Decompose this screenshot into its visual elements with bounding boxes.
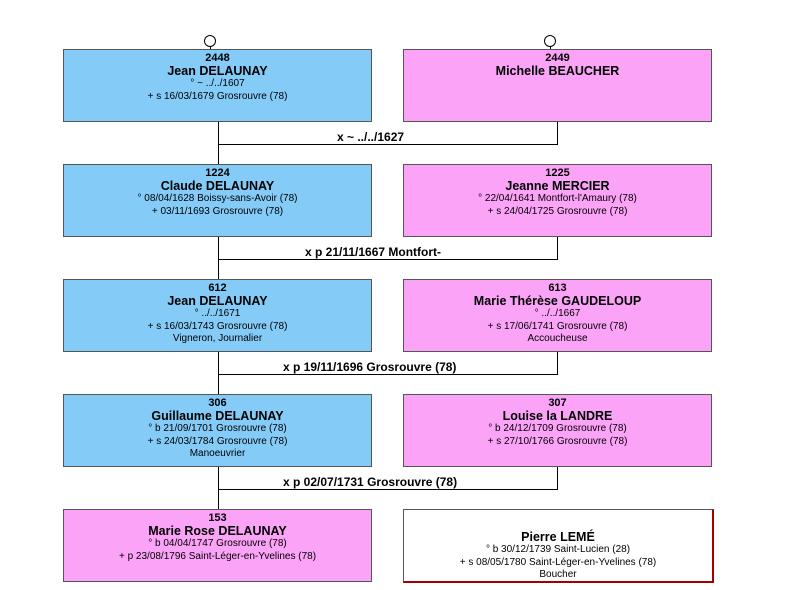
connector — [218, 237, 219, 279]
person-name: Jeanne MERCIER — [505, 179, 610, 193]
person-box-1225[interactable]: 1225 Jeanne MERCIER ° 22/04/1641 Montfor… — [403, 164, 712, 237]
sosa-number: 307 — [548, 397, 567, 409]
connector — [218, 467, 219, 509]
death-info: + s 24/04/1725 Grosrouvre (78) — [487, 205, 628, 217]
death-info: + 03/11/1693 Grosrouvre (78) — [151, 205, 284, 217]
death-info: + p 23/08/1796 Saint-Léger-en-Yvelines (… — [118, 550, 317, 562]
connector — [550, 46, 551, 49]
occupation: Vigneron, Journalier — [172, 333, 263, 344]
occupation: Boucher — [539, 569, 577, 580]
person-box-2448[interactable]: 2448 Jean DELAUNAY ° ~ ../../1607 + s 16… — [63, 49, 372, 122]
birth-info: ° ../../1667 — [534, 308, 581, 319]
birth-info: ° ~ ../../1607 — [190, 78, 245, 89]
marriage-label-4: x p 02/07/1731 Grosrouvre (78) — [281, 475, 460, 489]
birth-info: ° b 30/12/1739 Saint-Lucien (28) — [485, 544, 631, 555]
marriage-label-2: x p 21/11/1667 Montfort- — [303, 245, 444, 259]
connector — [557, 467, 558, 489]
birth-info: ° 08/04/1628 Boissy-sans-Avoir (78) — [137, 193, 298, 204]
sosa-number: 613 — [548, 282, 567, 294]
sosa-number: 306 — [208, 397, 227, 409]
death-info: + s 17/06/1741 Grosrouvre (78) — [487, 320, 628, 332]
person-name: Jean DELAUNAY — [167, 64, 268, 78]
person-box-307[interactable]: 307 Louise la LANDRE ° b 24/12/1709 Gros… — [403, 394, 712, 467]
death-info: + s 16/03/1743 Grosrouvre (78) — [147, 320, 288, 332]
connector — [218, 489, 558, 490]
person-box-1224[interactable]: 1224 Claude DELAUNAY ° 08/04/1628 Boissy… — [63, 164, 372, 237]
connector — [210, 46, 211, 49]
marriage-label-3: x p 19/11/1696 Grosrouvre (78) — [281, 360, 459, 374]
occupation: Accoucheuse — [527, 333, 588, 344]
person-name: Michelle BEAUCHER — [495, 64, 620, 78]
occupation: Manoeuvrier — [189, 448, 246, 459]
person-name: Claude DELAUNAY — [160, 179, 275, 193]
connector — [218, 259, 558, 260]
sosa-number: 153 — [208, 512, 227, 524]
person-name: Pierre LEMÉ — [521, 530, 595, 544]
person-name: Jean DELAUNAY — [167, 294, 268, 308]
birth-info: ° ../../1671 — [194, 308, 241, 319]
connector — [218, 144, 558, 145]
sosa-number: 612 — [208, 282, 227, 294]
person-name: Louise la LANDRE — [502, 409, 613, 423]
person-box-613[interactable]: 613 Marie Thérèse GAUDELOUP ° ../../1667… — [403, 279, 712, 352]
sosa-number: 1225 — [545, 167, 570, 179]
connector — [557, 237, 558, 259]
person-box-153[interactable]: 153 Marie Rose DELAUNAY ° b 04/04/1747 G… — [63, 509, 372, 582]
connector — [557, 352, 558, 374]
death-info: + s 24/03/1784 Grosrouvre (78) — [147, 435, 288, 447]
connector — [218, 122, 219, 164]
person-box-612[interactable]: 612 Jean DELAUNAY ° ../../1671 + s 16/03… — [63, 279, 372, 352]
death-info: + s 27/10/1766 Grosrouvre (78) — [487, 435, 628, 447]
birth-info: ° b 04/04/1747 Grosrouvre (78) — [148, 538, 287, 549]
person-box-2449[interactable]: 2449 Michelle BEAUCHER — [403, 49, 712, 122]
person-box-306[interactable]: 306 Guillaume DELAUNAY ° b 21/09/1701 Gr… — [63, 394, 372, 467]
person-name: Marie Thérèse GAUDELOUP — [473, 294, 642, 308]
person-box-spouse-leme[interactable]: Pierre LEMÉ ° b 30/12/1739 Saint-Lucien … — [403, 509, 714, 583]
birth-info: ° 22/04/1641 Montfort-l'Amaury (78) — [478, 193, 637, 204]
person-name: Marie Rose DELAUNAY — [148, 524, 287, 538]
birth-info: ° b 21/09/1701 Grosrouvre (78) — [148, 423, 287, 434]
person-name: Guillaume DELAUNAY — [151, 409, 284, 423]
death-info: + s 08/05/1780 Saint-Léger-en-Yvelines (… — [459, 556, 657, 568]
death-info: + s 16/03/1679 Grosrouvre (78) — [147, 90, 288, 102]
sosa-number: 2449 — [545, 52, 570, 64]
sosa-number: 1224 — [205, 167, 230, 179]
connector — [557, 122, 558, 144]
connector — [218, 374, 558, 375]
birth-info: ° b 24/12/1709 Grosrouvre (78) — [488, 423, 627, 434]
sosa-number: 2448 — [205, 52, 230, 64]
connector — [218, 352, 219, 394]
marriage-label-1: x ~ ../../1627 — [335, 130, 407, 144]
